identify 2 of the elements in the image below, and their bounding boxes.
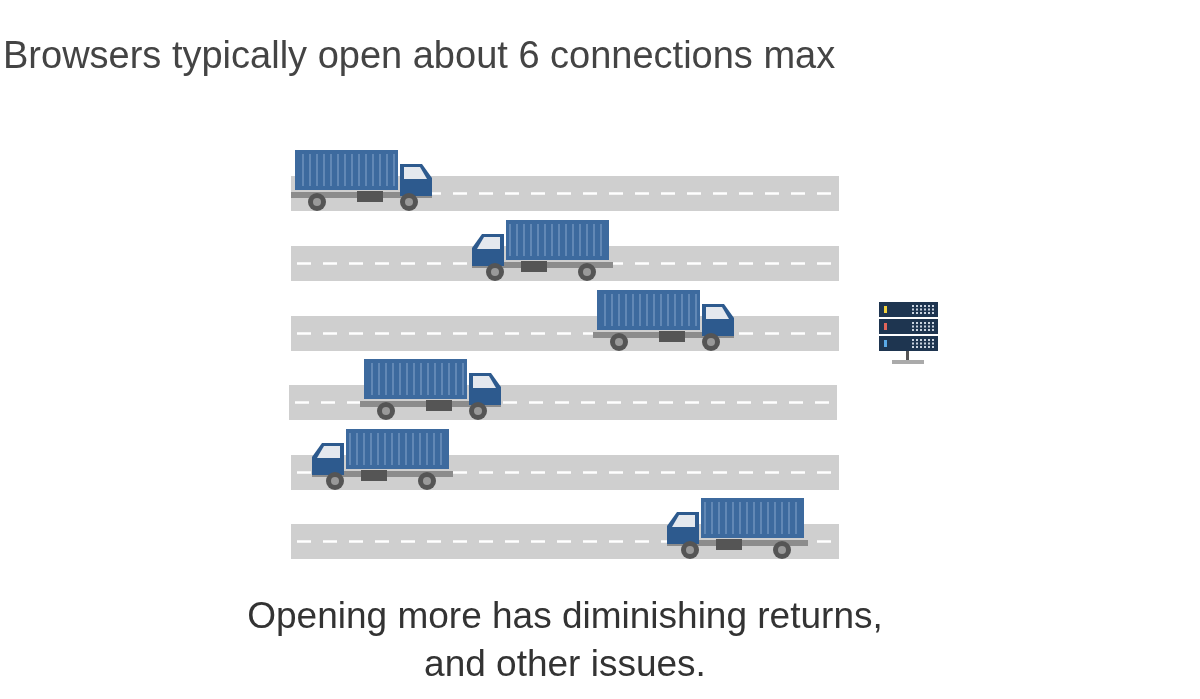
title: Browsers typically open about 6 connections max [3,33,836,78]
caption: Opening more has diminishing returns, and other issues. [246,594,884,687]
